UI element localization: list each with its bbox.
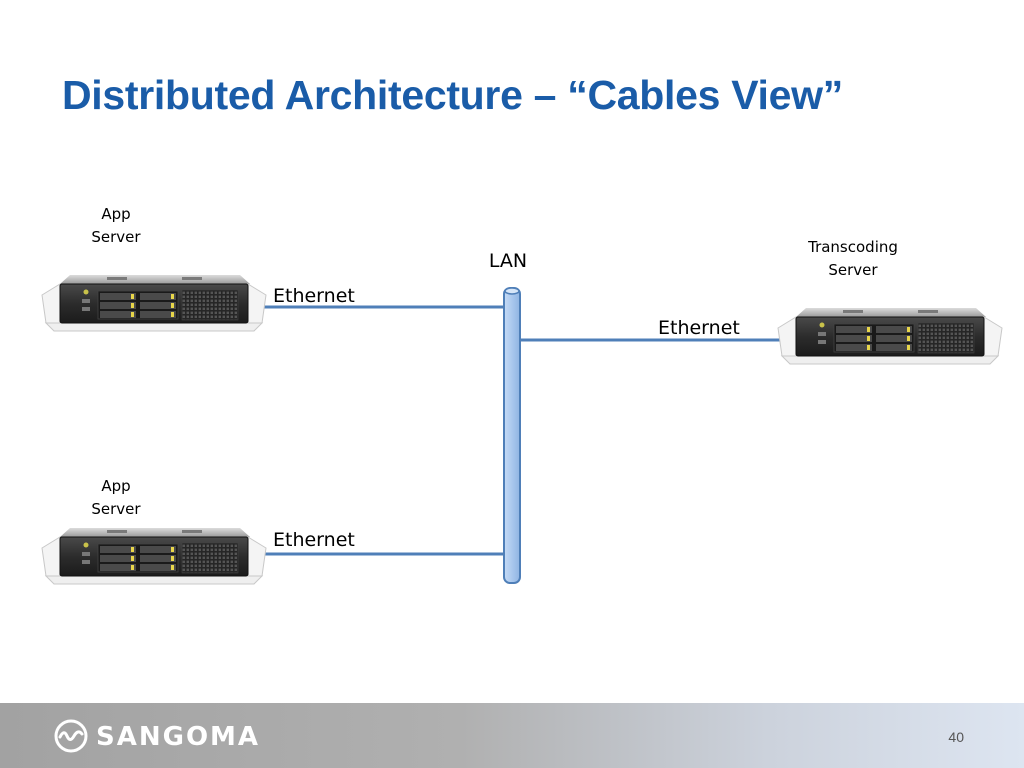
- slide-title: Distributed Architecture – “Cables View”: [62, 72, 843, 118]
- ethernet-label-transcoding: Ethernet: [658, 317, 740, 339]
- app-server-2-icon: [41, 527, 267, 585]
- sangoma-logo-icon: [54, 719, 88, 753]
- page-number: 40: [948, 729, 964, 745]
- app-server-1-label: App Server: [91, 205, 141, 246]
- app-server-2-label: App Server: [91, 477, 141, 518]
- transcoding-server-icon: [777, 307, 1003, 365]
- transcoding-server-label: Transcoding Server: [808, 238, 898, 279]
- app-server-1-icon: [41, 274, 267, 332]
- ethernet-label-app2: Ethernet: [273, 529, 355, 551]
- footer-bar: SANGOMA 40: [0, 703, 1024, 768]
- lan-bus: [503, 287, 521, 584]
- ethernet-label-app1: Ethernet: [273, 285, 355, 307]
- brand-name: SANGOMA: [96, 722, 261, 752]
- lan-label: LAN: [488, 250, 528, 272]
- network-diagram: [41, 274, 1003, 585]
